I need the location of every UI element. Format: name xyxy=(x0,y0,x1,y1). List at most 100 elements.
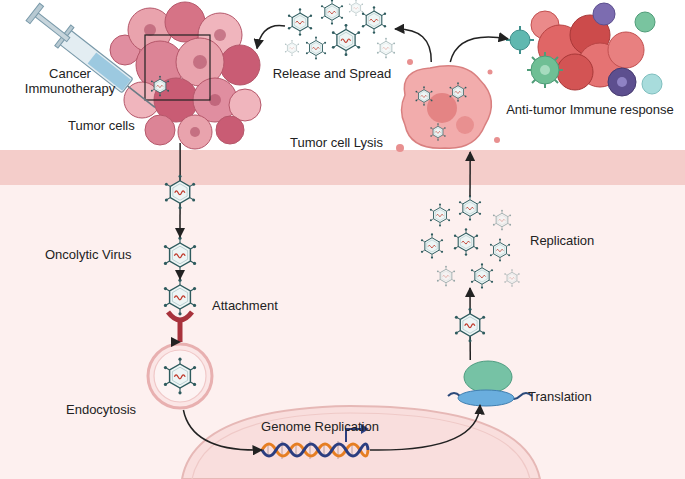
cell-nucleus xyxy=(540,65,550,75)
flow-arrow xyxy=(395,29,431,62)
vesicle-inner xyxy=(154,350,206,402)
stage-label: Release and Spread xyxy=(262,66,402,81)
syringe-plunger xyxy=(35,13,70,42)
virus-icon xyxy=(151,76,169,97)
cell-nucleus xyxy=(209,94,221,106)
virus-icon xyxy=(430,204,450,227)
outside-area xyxy=(0,0,685,150)
cell-nucleus xyxy=(427,93,457,123)
stage-label: Attachment xyxy=(212,298,302,313)
immune-cell xyxy=(531,56,559,84)
immune-cell xyxy=(593,3,615,25)
immune-cell xyxy=(510,30,530,50)
flow-arrow xyxy=(370,405,480,450)
flow-arrow xyxy=(183,410,262,450)
stage-label: Endocytosis xyxy=(66,402,151,417)
cell-nucleus xyxy=(193,55,207,69)
stage-node: Attachment xyxy=(162,279,198,342)
small-subunit xyxy=(458,390,514,406)
immune-cell xyxy=(642,74,662,94)
stage-label: Genome Replication xyxy=(250,419,390,434)
stage-node: Cancer ImmunotherapyTumor cells xyxy=(112,8,257,143)
receptor-stem xyxy=(178,320,183,342)
ribosome xyxy=(448,361,532,406)
cell-nucleus xyxy=(144,24,156,36)
nucleus xyxy=(182,406,540,479)
stage-node: Oncolytic Virus xyxy=(162,237,198,273)
tumor-cell xyxy=(608,32,644,68)
immune-cell xyxy=(635,12,655,32)
large-subunit xyxy=(464,361,512,393)
stage-node: Tumor cell Lysis xyxy=(398,62,493,152)
virus-icon xyxy=(377,38,395,59)
stage-label: Tumor cells xyxy=(68,118,148,133)
stage-node: Release and Spread xyxy=(285,2,395,62)
virus-icon xyxy=(332,24,360,56)
tumor-nuclei xyxy=(144,24,226,137)
virus-icon xyxy=(362,6,386,34)
stage-node: Translation xyxy=(450,360,525,405)
virus-icon xyxy=(306,37,326,60)
virus-icon xyxy=(164,358,196,395)
flow-arrow xyxy=(469,152,471,196)
immune-cell xyxy=(608,68,636,96)
virus-icon xyxy=(493,210,511,231)
stage-label: Cancer Immunotherapy xyxy=(18,66,122,96)
cell-debris xyxy=(456,116,474,134)
virus-icon xyxy=(416,86,433,105)
virus-icon xyxy=(285,40,299,56)
spike xyxy=(532,57,558,83)
cytoplasm xyxy=(0,185,685,479)
flow-arrow xyxy=(257,25,285,48)
vesicle-outer xyxy=(148,344,212,408)
tumor-cell xyxy=(216,116,244,144)
lysing-cell xyxy=(396,59,500,152)
immune-response xyxy=(506,3,662,96)
virus-icon xyxy=(471,263,493,288)
tumor-cell xyxy=(220,45,260,85)
syringe xyxy=(25,2,163,118)
cell-membrane xyxy=(0,150,685,185)
immune-cell-spikes xyxy=(506,26,534,54)
tumor-cell xyxy=(145,115,175,145)
virus-icon xyxy=(164,279,196,316)
stage-node: Anti-tumor Immune response xyxy=(508,2,663,94)
virus-icon xyxy=(349,0,363,16)
virus-icon xyxy=(437,266,455,287)
cell-nucleus xyxy=(214,29,226,41)
tumor-cell xyxy=(178,115,212,149)
syringe-needle xyxy=(127,86,155,108)
stage-node: Endocytosis xyxy=(146,342,214,410)
virus-icon xyxy=(164,237,196,274)
cell-nucleus xyxy=(617,77,627,87)
dna-strand xyxy=(262,444,368,456)
virus-icon xyxy=(454,228,478,256)
stage-label: Anti-tumor Immune response xyxy=(495,102,685,117)
flow-arrow xyxy=(179,273,181,279)
cell-fragment xyxy=(488,70,493,75)
replicated-viruses xyxy=(421,195,520,288)
flow-arrow xyxy=(450,37,508,62)
cell-nucleus xyxy=(190,127,200,137)
attachment xyxy=(164,279,196,342)
stage-label: Tumor cell Lysis xyxy=(290,135,400,150)
virus-icon xyxy=(165,175,195,210)
released-viruses xyxy=(285,0,395,60)
virus-icon xyxy=(455,308,485,343)
cell-fragment xyxy=(494,137,500,143)
syringe-thumb xyxy=(26,3,43,23)
stage-label: Translation xyxy=(528,389,618,404)
virus-icon xyxy=(504,269,519,286)
dna-strand xyxy=(262,444,368,456)
virus-icon xyxy=(450,82,467,101)
stage-label: Replication xyxy=(530,233,620,248)
stage-label: Oncolytic Virus xyxy=(45,247,155,262)
virus-icon xyxy=(459,195,481,220)
virus-icon xyxy=(490,239,510,262)
virus-icon xyxy=(421,233,443,258)
spike xyxy=(532,57,558,83)
virus-icon xyxy=(321,0,343,25)
